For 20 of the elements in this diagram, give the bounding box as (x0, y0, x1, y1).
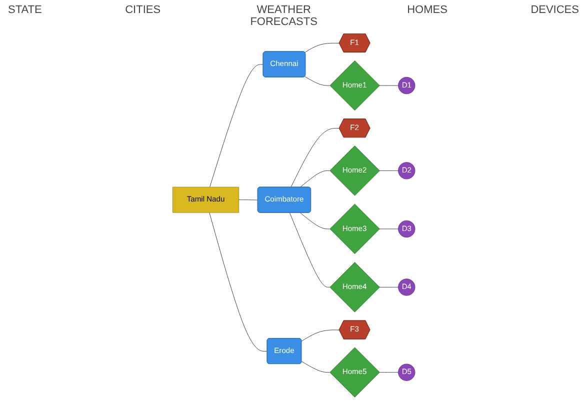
connector (300, 330, 340, 342)
connector (300, 361, 330, 373)
connector (378, 372, 398, 373)
connector (378, 170, 398, 171)
connector (300, 170, 330, 188)
connector (378, 286, 398, 288)
column-heading: CITIES (125, 4, 161, 18)
connector (378, 228, 398, 230)
connector (300, 212, 330, 230)
connector (304, 76, 330, 86)
column-heading: HOMES (407, 4, 448, 18)
connector (290, 128, 340, 188)
connector (378, 85, 398, 86)
column-heading: DEVICES (530, 4, 579, 18)
column-heading: WEATHER FORECASTS (249, 4, 318, 26)
connector (304, 42, 340, 53)
connector (289, 212, 330, 288)
column-heading: STATE (8, 4, 42, 18)
connector (209, 64, 264, 188)
connector (208, 212, 268, 352)
